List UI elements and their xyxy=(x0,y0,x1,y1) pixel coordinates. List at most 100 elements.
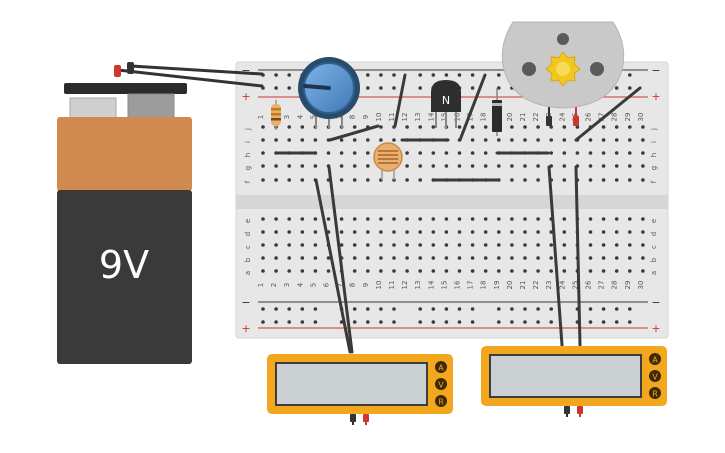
wire-4[interactable] xyxy=(458,73,487,142)
breadboard-hole[interactable] xyxy=(523,217,527,221)
breadboard-hole[interactable] xyxy=(562,230,567,234)
breadboard-hole[interactable] xyxy=(562,151,567,155)
breadboard-hole[interactable] xyxy=(313,307,318,311)
breadboard-hole[interactable] xyxy=(601,164,606,168)
breadboard-hole[interactable] xyxy=(261,138,265,142)
breadboard-hole[interactable] xyxy=(431,164,436,168)
breadboard-hole[interactable] xyxy=(562,125,567,129)
breadboard-hole[interactable] xyxy=(549,269,553,273)
breadboard-hole[interactable] xyxy=(366,86,370,90)
breadboard-hole[interactable] xyxy=(392,243,396,247)
breadboard-hole[interactable] xyxy=(562,178,567,182)
breadboard-hole[interactable] xyxy=(641,243,645,247)
breadboard-hole[interactable] xyxy=(418,217,423,221)
breadboard-hole[interactable] xyxy=(261,307,265,311)
breadboard-hole[interactable] xyxy=(444,243,449,247)
breadboard-hole[interactable] xyxy=(641,125,645,129)
breadboard-hole[interactable] xyxy=(601,243,606,247)
breadboard-hole[interactable] xyxy=(523,256,527,260)
breadboard-hole[interactable] xyxy=(274,269,278,273)
breadboard-hole[interactable] xyxy=(379,307,383,311)
breadboard-hole[interactable] xyxy=(431,307,436,311)
mm-right-wire-2[interactable] xyxy=(574,165,582,347)
breadboard-hole[interactable] xyxy=(418,178,423,182)
breadboard-hole[interactable] xyxy=(510,178,514,182)
breadboard-hole[interactable] xyxy=(313,320,318,324)
breadboard-hole[interactable] xyxy=(588,164,593,168)
breadboard-hole[interactable] xyxy=(261,217,265,221)
breadboard-hole[interactable] xyxy=(339,178,344,182)
breadboard-hole[interactable] xyxy=(614,178,619,182)
breadboard-hole[interactable] xyxy=(444,320,449,324)
breadboard-hole[interactable] xyxy=(431,151,436,155)
mm-left-probe-red[interactable] xyxy=(363,414,369,422)
breadboard-hole[interactable] xyxy=(470,164,475,168)
breadboard-hole[interactable] xyxy=(261,178,265,182)
breadboard-hole[interactable] xyxy=(523,243,527,247)
breadboard-hole[interactable] xyxy=(483,243,488,247)
breadboard-hole[interactable] xyxy=(614,269,619,273)
breadboard-hole[interactable] xyxy=(483,138,488,142)
mm-right-probe-red[interactable] xyxy=(577,406,583,414)
transistor-npn[interactable]: N xyxy=(431,80,461,128)
breadboard-hole[interactable] xyxy=(300,256,305,260)
breadboard-hole[interactable] xyxy=(510,269,514,273)
multimeter-left[interactable]: A V R xyxy=(267,354,453,425)
breadboard-hole[interactable] xyxy=(497,138,501,142)
breadboard-hole[interactable] xyxy=(379,138,383,142)
breadboard-hole[interactable] xyxy=(470,320,475,324)
breadboard-hole[interactable] xyxy=(431,320,436,324)
breadboard-hole[interactable] xyxy=(405,230,409,234)
breadboard-hole[interactable] xyxy=(379,230,383,234)
breadboard-hole[interactable] xyxy=(628,151,632,155)
breadboard-hole[interactable] xyxy=(497,269,501,273)
breadboard-hole[interactable] xyxy=(601,178,606,182)
mm-right-wire-1[interactable] xyxy=(547,165,564,347)
breadboard-hole[interactable] xyxy=(444,307,449,311)
breadboard-hole[interactable] xyxy=(614,307,619,311)
breadboard-hole[interactable] xyxy=(628,164,632,168)
breadboard-hole[interactable] xyxy=(588,230,593,234)
breadboard-hole[interactable] xyxy=(641,230,645,234)
breadboard-hole[interactable] xyxy=(392,138,396,142)
diode[interactable] xyxy=(492,88,502,136)
breadboard-hole[interactable] xyxy=(497,243,501,247)
breadboard-hole[interactable] xyxy=(470,138,475,142)
breadboard-hole[interactable] xyxy=(418,307,423,311)
breadboard-hole[interactable] xyxy=(470,230,475,234)
breadboard-hole[interactable] xyxy=(313,269,318,273)
breadboard-hole[interactable] xyxy=(641,138,645,142)
breadboard-hole[interactable] xyxy=(339,164,344,168)
breadboard-hole[interactable] xyxy=(366,164,370,168)
breadboard-hole[interactable] xyxy=(523,230,527,234)
breadboard-hole[interactable] xyxy=(326,256,331,260)
breadboard-hole[interactable] xyxy=(549,138,553,142)
breadboard-hole[interactable] xyxy=(523,125,527,129)
battery-probe-black[interactable] xyxy=(127,62,134,74)
breadboard-hole[interactable] xyxy=(601,230,606,234)
breadboard-hole[interactable] xyxy=(536,125,540,129)
breadboard-hole[interactable] xyxy=(431,73,436,77)
breadboard-hole[interactable] xyxy=(588,269,593,273)
breadboard-hole[interactable] xyxy=(497,73,501,77)
breadboard-hole[interactable] xyxy=(287,256,292,260)
breadboard-hole[interactable] xyxy=(418,86,423,90)
breadboard-hole[interactable] xyxy=(483,269,488,273)
breadboard-hole[interactable] xyxy=(562,243,567,247)
breadboard-hole[interactable] xyxy=(470,269,475,273)
breadboard-hole[interactable] xyxy=(601,151,606,155)
breadboard-hole[interactable] xyxy=(588,151,593,155)
breadboard-hole[interactable] xyxy=(379,86,383,90)
breadboard-hole[interactable] xyxy=(510,307,514,311)
breadboard-hole[interactable] xyxy=(379,125,383,129)
breadboard-hole[interactable] xyxy=(366,73,370,77)
breadboard-hole[interactable] xyxy=(392,256,396,260)
breadboard-hole[interactable] xyxy=(523,269,527,273)
mm-right-mode-v[interactable]: V xyxy=(649,370,661,382)
breadboard-hole[interactable] xyxy=(628,256,632,260)
breadboard-hole[interactable] xyxy=(588,217,593,221)
breadboard-hole[interactable] xyxy=(536,256,540,260)
breadboard-hole[interactable] xyxy=(588,307,593,311)
wire-8[interactable] xyxy=(574,86,642,142)
breadboard-hole[interactable] xyxy=(601,125,606,129)
